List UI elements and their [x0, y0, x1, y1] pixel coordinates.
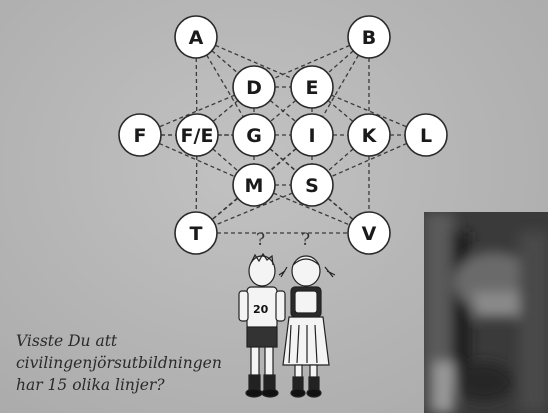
diagram-nodes: A B D E F F/E G I K L M S T V	[118, 15, 448, 255]
node-i: I	[290, 113, 334, 157]
node-label: E	[306, 77, 319, 99]
node-circle	[232, 113, 276, 157]
node-g: G	[232, 113, 276, 157]
boy-figure	[238, 252, 286, 398]
node-circle	[347, 113, 391, 157]
node-circle	[175, 113, 219, 157]
node-label: F	[134, 125, 147, 147]
caption-line: Visste Du att	[16, 332, 118, 350]
node-d: D	[232, 65, 276, 109]
edge-D-FE	[196, 86, 255, 136]
question-mark-right: ?	[301, 230, 310, 250]
node-circle	[290, 113, 334, 157]
node-label: F/E	[181, 125, 214, 147]
node-a: A	[174, 15, 218, 59]
node-label: V	[362, 223, 377, 245]
node-circle	[174, 211, 218, 255]
caption-line: civilingenjörsutbildningen	[16, 354, 222, 372]
node-b: B	[347, 15, 391, 59]
caption-line: har 15 olika linjer?	[16, 376, 165, 394]
node-label: B	[362, 27, 376, 49]
node-circle	[118, 113, 162, 157]
node-e: E	[290, 65, 334, 109]
node-fe: F/E	[175, 113, 219, 157]
node-k: K	[347, 113, 391, 157]
node-t: T	[174, 211, 218, 255]
node-label: L	[420, 125, 432, 147]
question-mark-left: ?	[256, 230, 265, 250]
edge-S-V	[311, 184, 370, 234]
node-label: K	[362, 125, 378, 147]
node-m: M	[232, 163, 276, 207]
node-f: F	[118, 113, 162, 157]
node-circle	[347, 15, 391, 59]
edge-M-T	[195, 184, 255, 234]
children-illustration: ? ? 20	[238, 230, 336, 398]
node-label: A	[189, 27, 204, 49]
node-circle	[404, 113, 448, 157]
girl-figure	[278, 255, 336, 398]
caption-text: Visste Du att civilingenjörsutbildningen…	[16, 330, 246, 396]
blurred-photo	[424, 212, 548, 413]
node-label: S	[305, 175, 319, 197]
node-circle	[290, 163, 334, 207]
node-circle	[232, 65, 276, 109]
node-circle	[290, 65, 334, 109]
node-s: S	[290, 163, 334, 207]
node-circle	[232, 163, 276, 207]
node-l: L	[404, 113, 448, 157]
node-label: M	[245, 175, 264, 197]
node-label: T	[190, 223, 203, 245]
node-label: I	[308, 125, 315, 147]
node-label: D	[246, 77, 262, 99]
node-circle	[347, 211, 391, 255]
edge-E-K	[311, 86, 370, 136]
node-label: G	[246, 125, 262, 147]
node-v: V	[347, 211, 391, 255]
node-circle	[174, 15, 218, 59]
edge-E-G	[253, 86, 313, 136]
jersey-number: 20	[253, 303, 269, 316]
